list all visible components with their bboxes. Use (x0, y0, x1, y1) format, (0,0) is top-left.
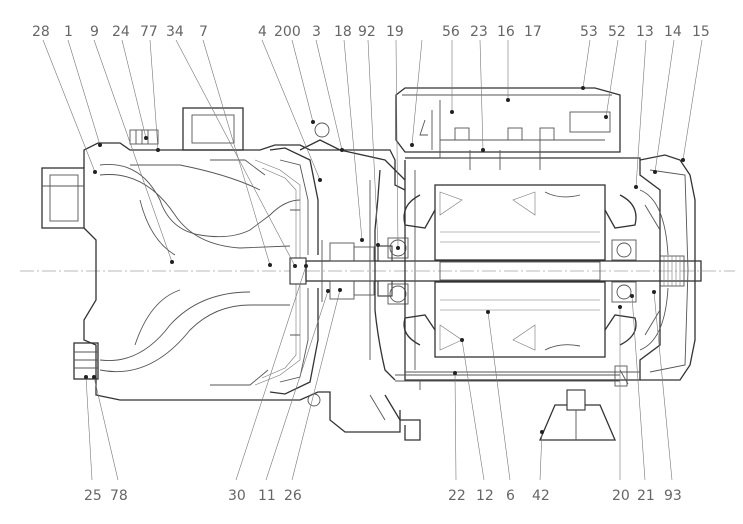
bearing-bracket (299, 122, 409, 407)
part-labels-top: 28 1 9 24 77 34 7 4 200 3 18 92 19 56 23… (32, 24, 710, 40)
part-label-4: 4 (258, 24, 267, 40)
part-label-77: 77 (140, 24, 158, 40)
part-labels-bottom: 25 78 30 11 26 22 12 6 42 20 21 93 (84, 488, 682, 504)
part-label-26: 26 (284, 488, 302, 504)
part-label-30: 30 (228, 488, 246, 504)
leader-lines-top (42, 39, 703, 267)
part-label-16: 16 (497, 24, 515, 40)
motor-bearings (611, 239, 637, 303)
part-label-22: 22 (448, 488, 466, 504)
pump-foot (369, 394, 421, 441)
part-label-11: 11 (258, 488, 276, 504)
leader-dots (84, 86, 685, 434)
part-label-15: 15 (692, 24, 710, 40)
motor-foot (539, 389, 616, 441)
part-label-20: 20 (612, 488, 630, 504)
pump-casing (41, 142, 406, 433)
part-label-93: 93 (664, 488, 682, 504)
terminal-box (395, 87, 621, 170)
part-label-3: 3 (312, 24, 321, 40)
mechanical-seal (321, 240, 393, 302)
part-label-42: 42 (532, 488, 550, 504)
part-label-25: 25 (84, 488, 102, 504)
part-label-56: 56 (442, 24, 460, 40)
part-label-7: 7 (199, 24, 208, 40)
part-label-34: 34 (166, 24, 184, 40)
leader-lines-bottom (85, 265, 673, 481)
part-label-92: 92 (358, 24, 376, 40)
rotor (439, 261, 601, 281)
part-label-78: 78 (110, 488, 128, 504)
part-label-9: 9 (90, 24, 99, 40)
part-label-52: 52 (608, 24, 626, 40)
part-label-24: 24 (112, 24, 130, 40)
fan-cover (639, 154, 696, 381)
part-label-18: 18 (334, 24, 352, 40)
part-label-6: 6 (506, 488, 515, 504)
part-label-19: 19 (386, 24, 404, 40)
stator (403, 184, 637, 358)
part-label-53: 53 (580, 24, 598, 40)
part-label-12: 12 (476, 488, 494, 504)
motor-housing (395, 157, 661, 390)
casing-top-boss (129, 107, 244, 151)
part-label-23: 23 (470, 24, 488, 40)
drain-plug (73, 342, 99, 380)
part-label-21: 21 (637, 488, 655, 504)
part-label-14: 14 (664, 24, 682, 40)
part-label-13: 13 (636, 24, 654, 40)
part-label-17: 17 (524, 24, 542, 40)
part-label-28: 28 (32, 24, 50, 40)
part-label-1: 1 (64, 24, 73, 40)
part-label-200: 200 (274, 24, 301, 40)
